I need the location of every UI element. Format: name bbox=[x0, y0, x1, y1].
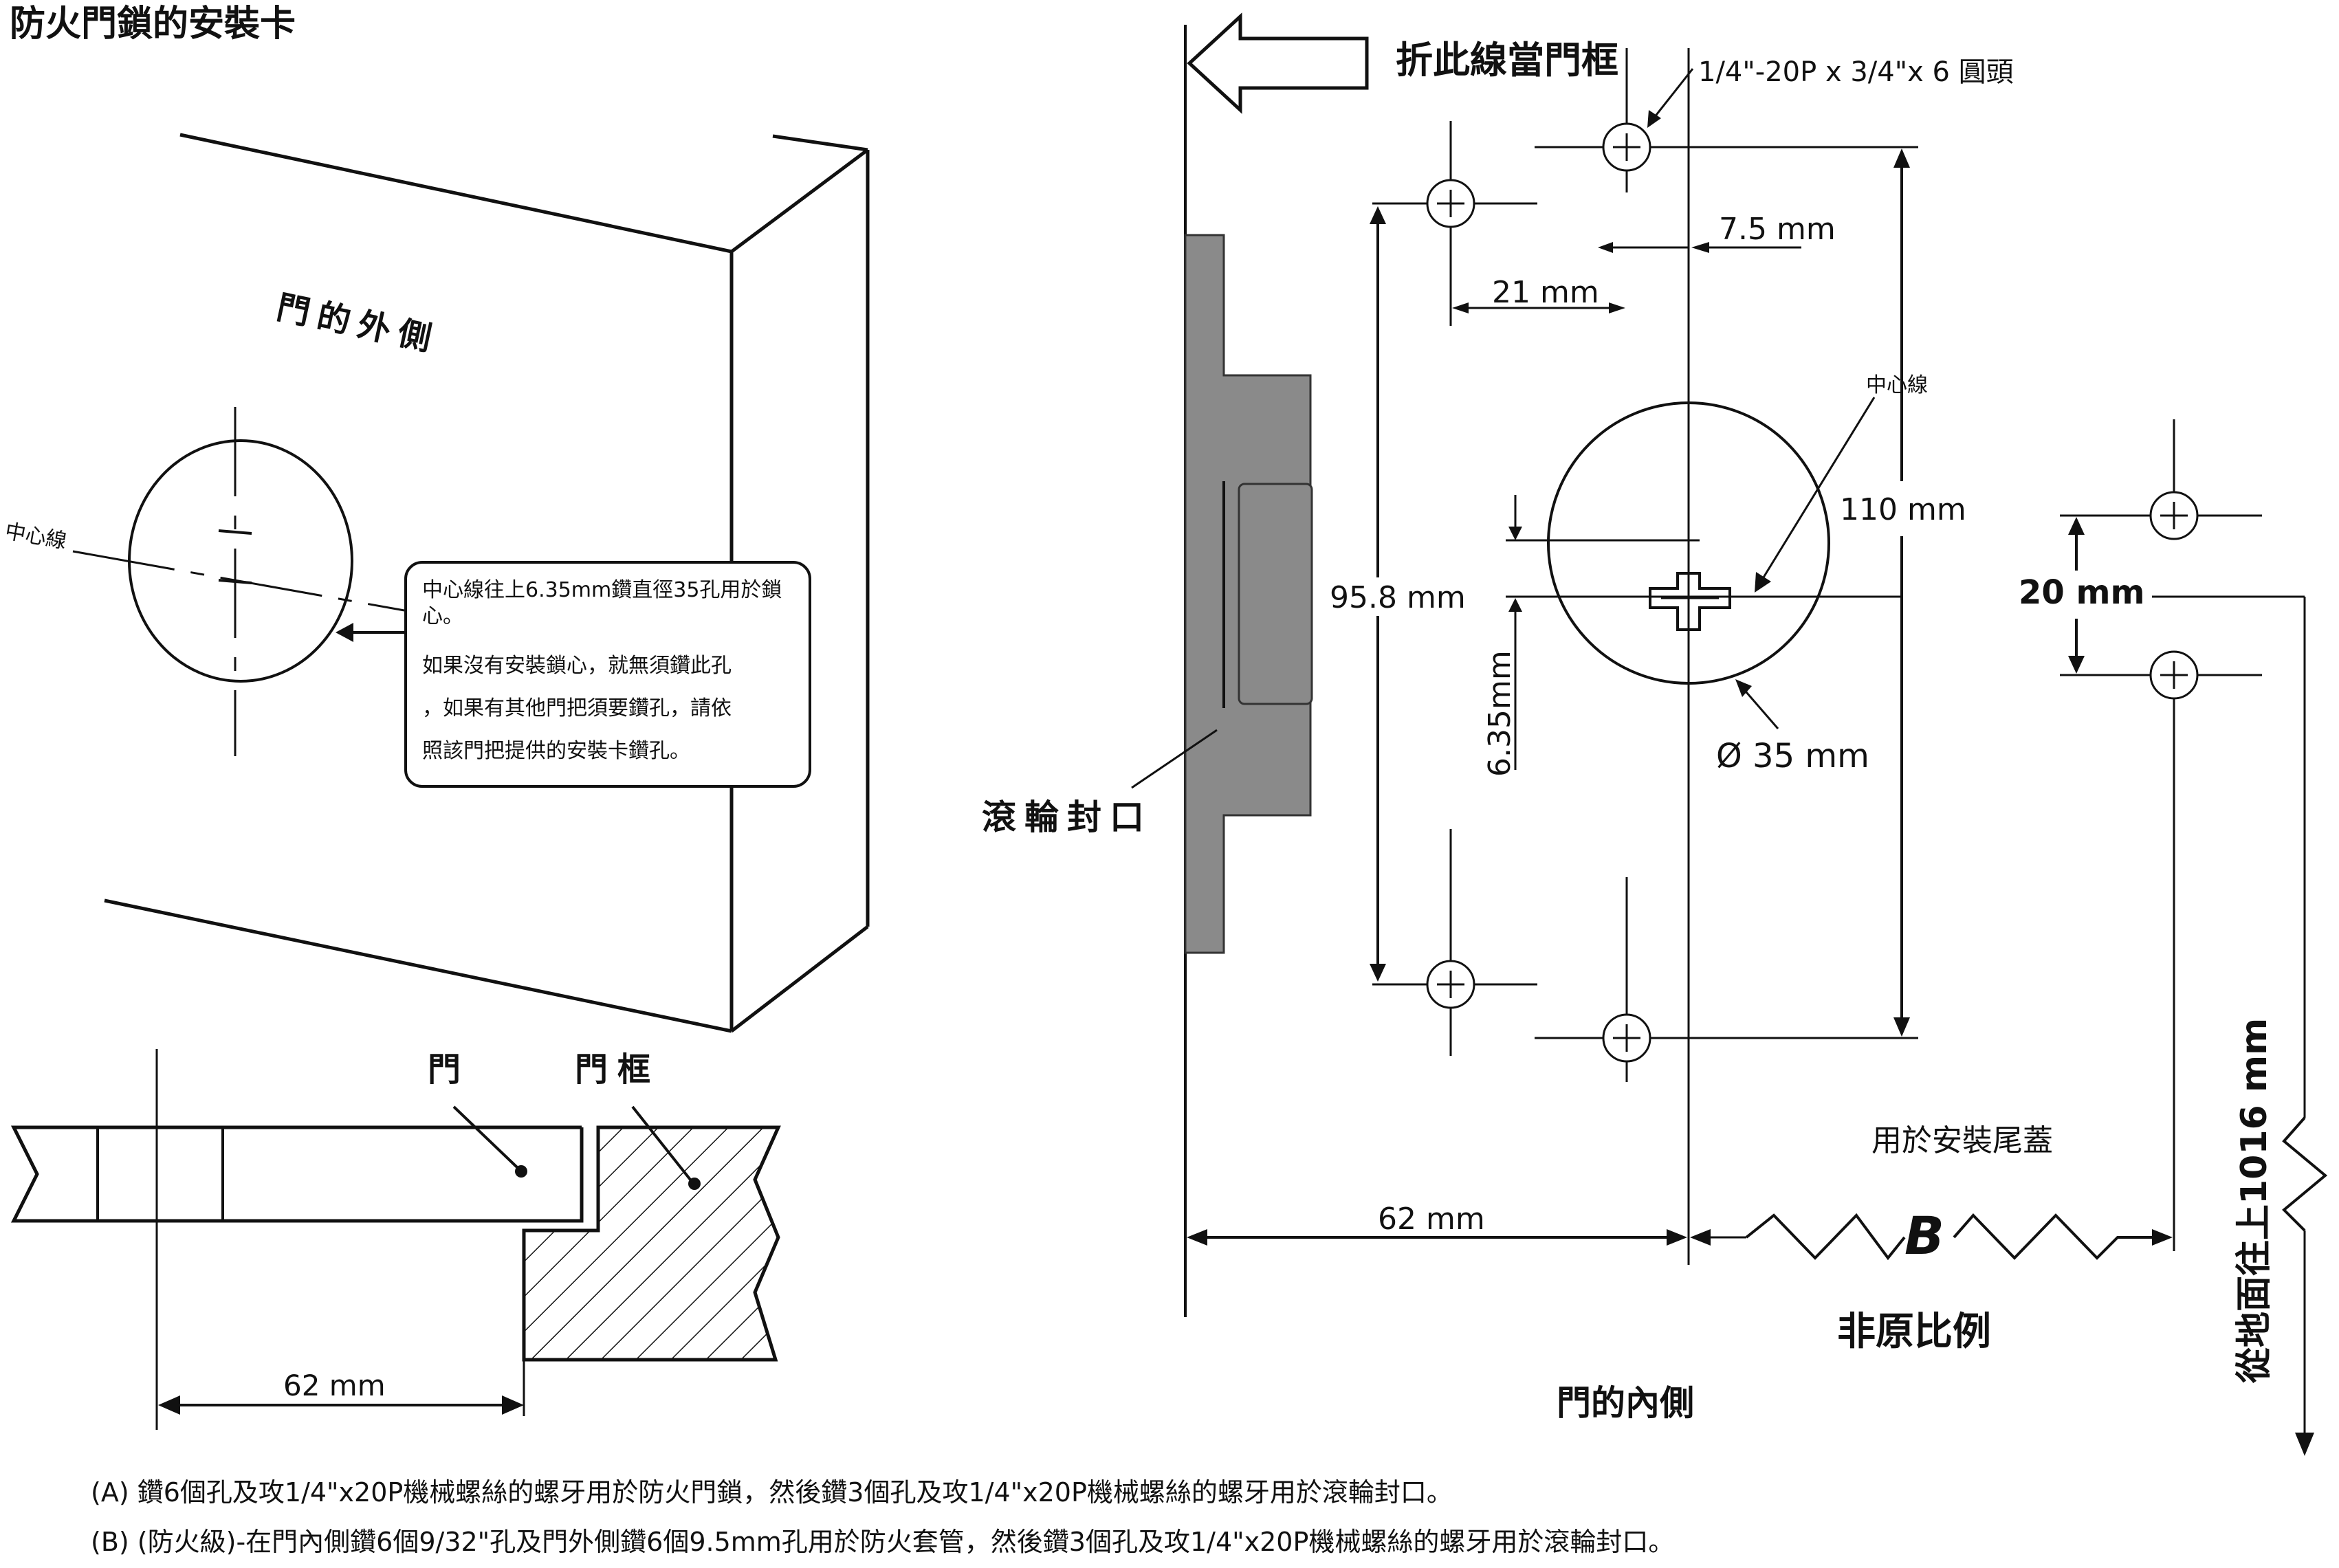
callout-line-3: ，如果有其他門把須要鑽孔，請依 bbox=[422, 696, 732, 720]
roller-seal-label: 滾輪封口 bbox=[982, 797, 1152, 837]
door-box-drawing bbox=[72, 133, 870, 1033]
outside-door-label: 門的外側 bbox=[274, 288, 443, 360]
dim-62-right: 62 mm bbox=[1378, 1202, 1485, 1237]
door-label: 門 bbox=[428, 1050, 461, 1089]
b-marker: B bbox=[1904, 1205, 1944, 1266]
dim-62-left: 62 mm bbox=[283, 1369, 386, 1402]
template-drawing bbox=[1131, 12, 2328, 1456]
dim-6-35: 6.35mm bbox=[1482, 650, 1517, 777]
door-frame-label: 門框 bbox=[575, 1050, 660, 1089]
callout-line-1: 中心線往上6.35mm鑽直徑35孔用於鎖心。 bbox=[422, 578, 782, 628]
inside-door-label: 門的內側 bbox=[1557, 1383, 1694, 1423]
callout-box: 中心線往上6.35mm鑽直徑35孔用於鎖心。 如果沒有安裝鎖心，就無須鑽此孔 ，… bbox=[404, 561, 811, 788]
tail-cover-label: 用於安裝尾蓋 bbox=[1871, 1123, 2053, 1158]
dim-110: 110 mm bbox=[1840, 492, 1966, 527]
page-title: 防火門鎖的安裝卡 bbox=[10, 3, 296, 45]
door-section-drawing bbox=[10, 1049, 781, 1430]
callout-line-4: 照該門把提供的安裝卡鑽孔。 bbox=[422, 739, 690, 763]
screw-spec-label: 1/4"-20P x 3/4"x 6 圓頭 bbox=[1698, 56, 2014, 88]
not-to-scale-label: 非原比例 bbox=[1837, 1310, 1991, 1354]
dim-7-5: 7.5 mm bbox=[1719, 212, 1836, 247]
dim-20: 20 mm bbox=[2019, 573, 2145, 612]
note-b: (B) (防火級)-在門內側鑽6個9/32"孔及門外側鑽6個9.5mm孔用於防火… bbox=[91, 1527, 1675, 1557]
dim-95-8: 95.8 mm bbox=[1330, 580, 1466, 615]
centerline-right-label: 中心線 bbox=[1866, 373, 1928, 397]
floor-height-label: 從地面往上1016 mm bbox=[2234, 1018, 2275, 1384]
fold-line-label: 折此線當門框 bbox=[1396, 38, 1618, 82]
dim-35: Ø 35 mm bbox=[1716, 737, 1869, 775]
dim-21: 21 mm bbox=[1492, 275, 1599, 310]
callout-line-2: 如果沒有安裝鎖心，就無須鑽此孔 bbox=[422, 654, 732, 678]
note-a: (A) 鑽6個孔及攻1/4"x20P機械螺絲的螺牙用於防火門鎖，然後鑽3個孔及攻… bbox=[91, 1477, 1453, 1508]
centerline-left-label: 中心線 bbox=[3, 519, 69, 553]
